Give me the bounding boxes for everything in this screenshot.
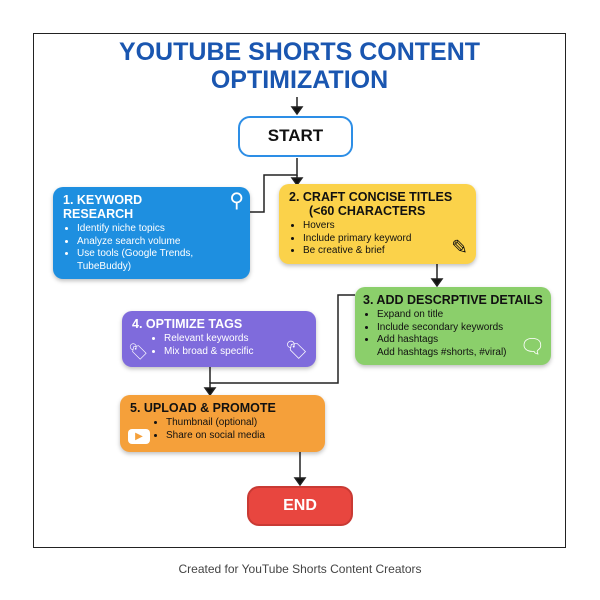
step-title-line2: (<60 CHARACTERS — [309, 204, 426, 218]
list-item: Share on social media — [166, 430, 315, 443]
list-item: Mix broad & specific — [164, 346, 284, 359]
tag-icon: 🏷 — [285, 340, 308, 360]
hashtags-text: Add hashtags #shorts, #viral) — [377, 346, 507, 358]
start-node: START — [238, 116, 353, 157]
list-item: Relevant keywords — [164, 333, 284, 346]
list-item: Add hashtags — [377, 334, 517, 347]
step-3-descriptive-details: 3. ADD DESCRPTIVE DETAILS Expand on titl… — [355, 287, 551, 365]
step-4-optimize-tags: 4. OPTIMIZE TAGS Relevant keywordsMix br… — [122, 311, 316, 367]
step-1-keyword-research: 1. KEYWORD RESEARCH Identify niche topic… — [53, 187, 250, 279]
list-item: Thumbnail (optional) — [166, 417, 315, 430]
diagram-frame — [33, 33, 566, 548]
arrowhead — [290, 106, 304, 116]
arrowhead — [293, 477, 307, 487]
list-item: Identify niche topics — [77, 223, 240, 236]
edit-document-icon: ✎ — [451, 236, 468, 259]
step-title: 2. CRAFT CONCISE TITLES — [289, 190, 453, 204]
list-item: Use tools (Google Trends, TubeBuddy) — [77, 248, 240, 273]
tag-icon: 🏷 — [128, 344, 149, 361]
arrowhead — [290, 177, 304, 187]
list-item: Include secondary keywords — [377, 322, 517, 335]
end-node: END — [247, 486, 353, 526]
connector-start-step1 — [250, 158, 298, 213]
title-line: OPTIMIZATION — [210, 66, 389, 94]
connector-step3-step5 — [209, 294, 355, 390]
step-title: 5. UPLOAD & PROMOTE — [130, 401, 276, 415]
search-icon: ⚲ — [229, 190, 244, 212]
list-item: Be creative & brief — [303, 245, 440, 258]
step-title: 4. OPTIMIZE TAGS — [132, 317, 243, 331]
list-item: Hovers — [303, 220, 440, 233]
title-line: YOUTUBE SHORTS CONTENT — [118, 38, 481, 66]
step-5-upload-promote: 5. UPLOAD & PROMOTE Thumbnail (optional)… — [120, 395, 325, 452]
youtube-play-icon: ▶ — [128, 429, 150, 444]
step-title: 1. KEYWORD RESEARCH — [63, 193, 143, 221]
arrowhead — [430, 278, 444, 288]
speech-bubble-icon: 🗨 — [519, 336, 545, 358]
caption: Created for YouTube Shorts Content Creat… — [178, 562, 422, 576]
list-item: Analyze search volume — [77, 236, 240, 249]
step-2-craft-titles: 2. CRAFT CONCISE TITLES (<60 CHARACTERS … — [279, 184, 476, 264]
arrowhead — [203, 387, 217, 397]
list-item: Include primary keyword — [303, 233, 440, 246]
list-item: Expand on title — [377, 309, 517, 322]
step-title: 3. ADD DESCRPTIVE DETAILS — [363, 293, 543, 307]
